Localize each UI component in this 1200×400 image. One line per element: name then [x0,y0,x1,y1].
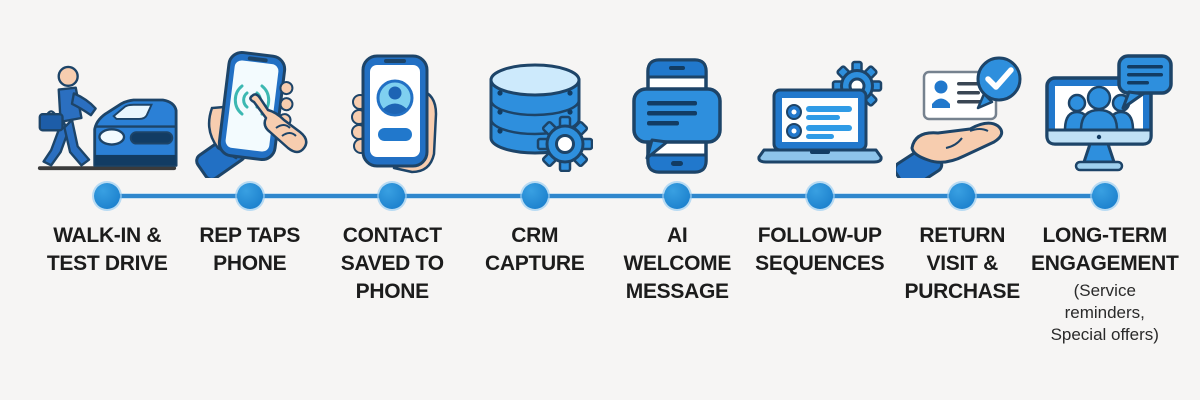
laptop-gear-icon [757,60,883,164]
timeline-dot [664,183,691,209]
stage-label: AI WELCOME MESSAGE [623,224,732,303]
stage-label: LONG-TERM ENGAGEMENT [1031,224,1179,275]
phone-contact-icon [351,54,438,174]
timeline-dot [94,183,121,209]
stage-icon-box [477,48,593,178]
monitor-audience-icon [1045,54,1173,172]
stage-contact-saved: CONTACT SAVED TO PHONE [321,48,464,346]
stage-sublabel: (Service reminders, Special offers) [1050,281,1159,344]
walk-in-car-icon [38,65,178,171]
stage-icon-box [621,48,733,178]
stage-icon-box [336,48,448,178]
timeline-dot [949,183,976,209]
stage-follow-up-sequences: FOLLOW-UP SEQUENCES [749,48,892,346]
timeline-stages: WALK-IN & TEST DRIVE [36,48,1179,346]
timeline-dot [379,183,406,209]
stage-icon-box [190,48,310,178]
stage-icon-box [896,48,1028,178]
stage-icon-box [36,48,178,178]
database-gear-icon [489,63,593,172]
hand-card-check-icon [896,56,1022,178]
stage-label: WALK-IN & TEST DRIVE [46,224,168,275]
stage-return-visit-purchase: RETURN VISIT & PURCHASE [891,48,1034,346]
timeline-dot [1091,183,1118,209]
stage-rep-taps-phone: REP TAPS PHONE [179,48,322,346]
stage-label: FOLLOW-UP SEQUENCES [755,224,885,275]
hand-tapping-phone-icon [194,50,308,178]
timeline-dot [806,183,833,209]
phone-chat-icon [632,58,722,174]
stage-long-term-engagement: LONG-TERM ENGAGEMENT (Service reminders,… [1031,48,1179,346]
stage-ai-welcome-message: AI WELCOME MESSAGE [606,48,749,346]
timeline-dot [521,183,548,209]
stage-walk-in-test-drive: WALK-IN & TEST DRIVE [36,48,179,346]
stage-icon-box [1035,48,1175,178]
stage-label: CONTACT SAVED TO PHONE [340,224,444,303]
stage-crm-capture: CRM CAPTURE [464,48,607,346]
timeline-dot [236,183,263,209]
stage-icon-box [754,48,886,178]
timeline-line [107,194,1105,198]
stage-label: CRM CAPTURE [485,224,585,275]
stage-label: REP TAPS PHONE [199,224,301,275]
stage-label: RETURN VISIT & PURCHASE [904,224,1021,303]
